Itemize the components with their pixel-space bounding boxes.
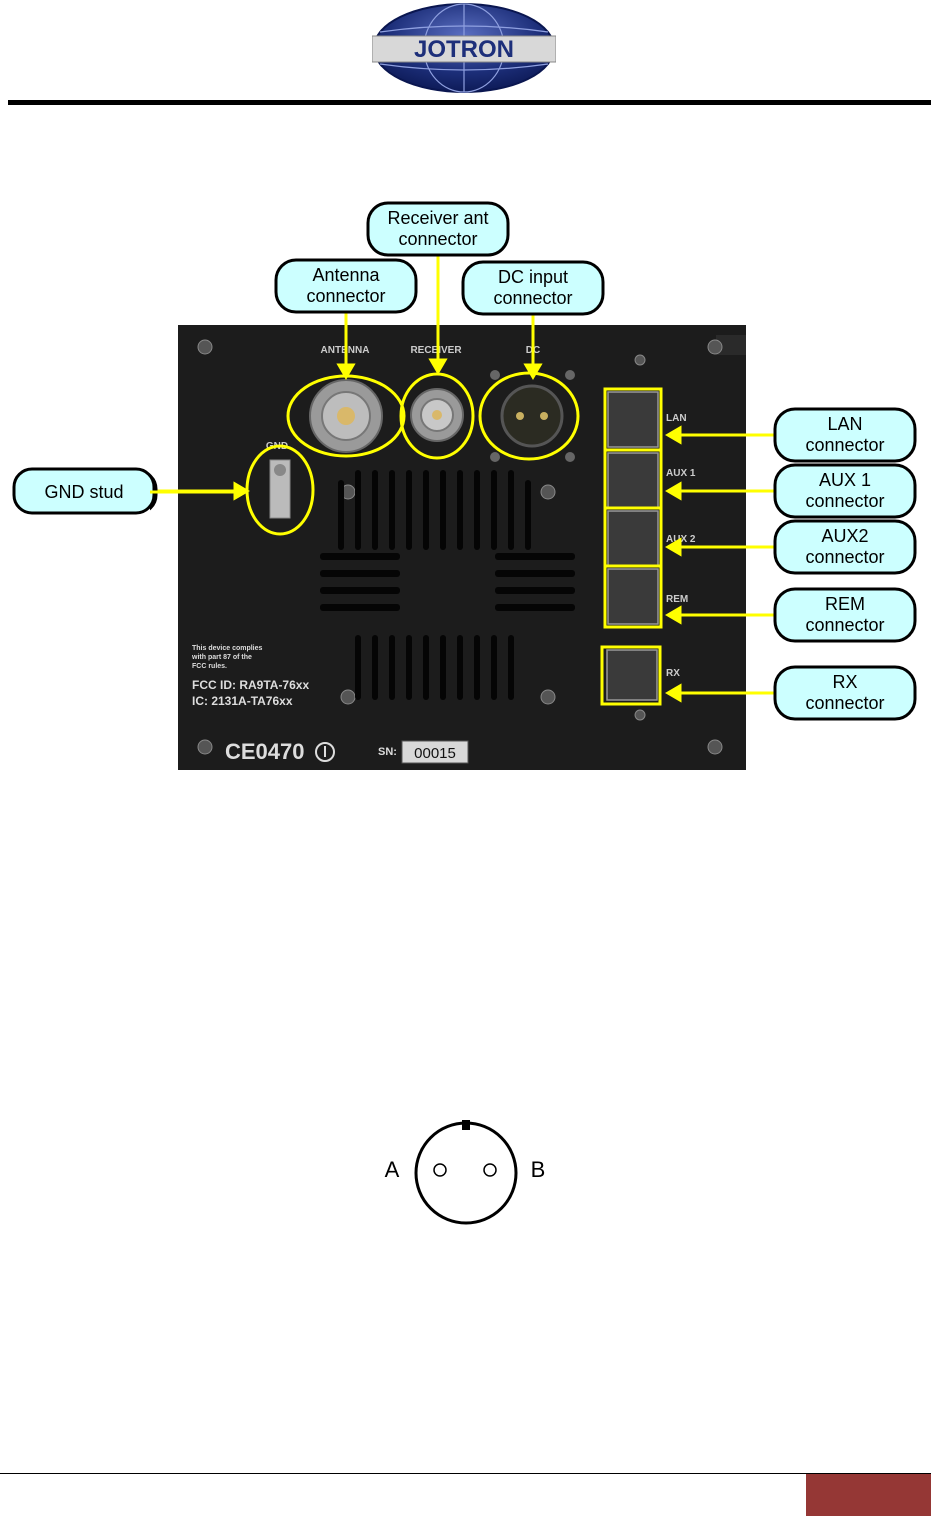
fcc-id: FCC ID: RA9TA-76xx [192,678,309,692]
pin-a-label: A [385,1157,400,1182]
callout-aux2-line-1: AUX2 [821,526,868,546]
callout-receiver-ant-line-1: Receiver ant [387,208,488,228]
callout-receiver-ant-line-2: connector [398,229,477,249]
sn-label: SN: [378,746,397,758]
callout-antenna [274,258,418,314]
panel-label-rx: RX [666,668,680,679]
screw-icon [540,484,556,500]
sn-value: 00015 [414,745,456,762]
callout-aux2 [773,519,917,575]
callout-dc-line-1: DC input [498,267,568,287]
callout-receiver-ant [366,201,510,257]
jotron-logo: JOTRON [372,3,556,93]
ce-mark: CE0470 [225,739,305,764]
callout-lan-line-2: connector [805,435,884,455]
callout-dc-line-2: connector [493,288,572,308]
screw-icon [540,689,556,705]
callout-rem-line-1: REM [825,594,865,614]
panel-label-rem: REM [666,594,688,605]
rear-panel-figure: ANTENNA RECEIVER DC GND LAN AUX 1 AUX 2 … [150,201,917,770]
callout-rem [773,587,917,643]
callout-aux1-line-1: AUX 1 [819,470,871,490]
ic-id: IC: 2131A-TA76xx [192,694,293,708]
aux2-port [607,510,659,567]
header-rule [8,100,931,105]
callout-lan [773,407,917,463]
rx-port [606,649,658,701]
callout-antenna-line-1: Antenna [312,265,380,285]
callout-rx-line-2: connector [805,693,884,713]
key-notch [462,1120,470,1130]
pin-b-icon [483,1163,497,1177]
aux1-port [607,452,659,509]
gnd-stud [269,459,291,519]
fcc-notice-line-3: FCC rules. [192,663,227,670]
dc-connector [490,370,575,462]
panel-label-receiver: RECEIVER [410,345,462,356]
callout-rx [773,665,917,721]
callout-rem-line-2: connector [805,615,884,635]
receiver-connector [410,388,464,442]
callout-dc-input [461,260,605,316]
gnd-stud-callout-text: GND stud [44,482,123,502]
antenna-connector [309,379,383,453]
vent-grille [320,470,575,700]
footer-rule [0,1473,931,1474]
lan-port [607,391,659,448]
callout-antenna-line-2: connector [306,286,385,306]
fcc-notice-line-2: with part 87 of the [191,654,252,661]
screw-icon [707,339,723,355]
callout-rx-line-1: RX [832,672,857,692]
panel-label-lan: LAN [666,413,687,424]
callout-aux1 [773,463,917,519]
screw-icon [340,689,356,705]
footer-page-box [806,1474,931,1516]
screw-icon [197,739,213,755]
alert-class-icon [315,742,335,762]
logo-text: JOTRON [414,36,514,63]
screw-icon [707,739,723,755]
screw-icon [197,339,213,355]
callout-aux2-line-2: connector [805,547,884,567]
panel-label-aux1: AUX 1 [666,468,696,479]
pin-b-label: B [531,1157,546,1182]
fcc-notice-line-1: This device complies [192,645,263,652]
pin-a-icon [433,1163,447,1177]
gnd-stud-callout: GND stud [12,467,156,515]
dc-pinout-diagram: A B [385,1120,546,1225]
callout-aux1-line-2: connector [805,491,884,511]
connector-outline [414,1121,518,1225]
gnd-arrow [150,485,248,499]
callout-lan-line-1: LAN [827,414,862,434]
rem-port [607,568,659,625]
